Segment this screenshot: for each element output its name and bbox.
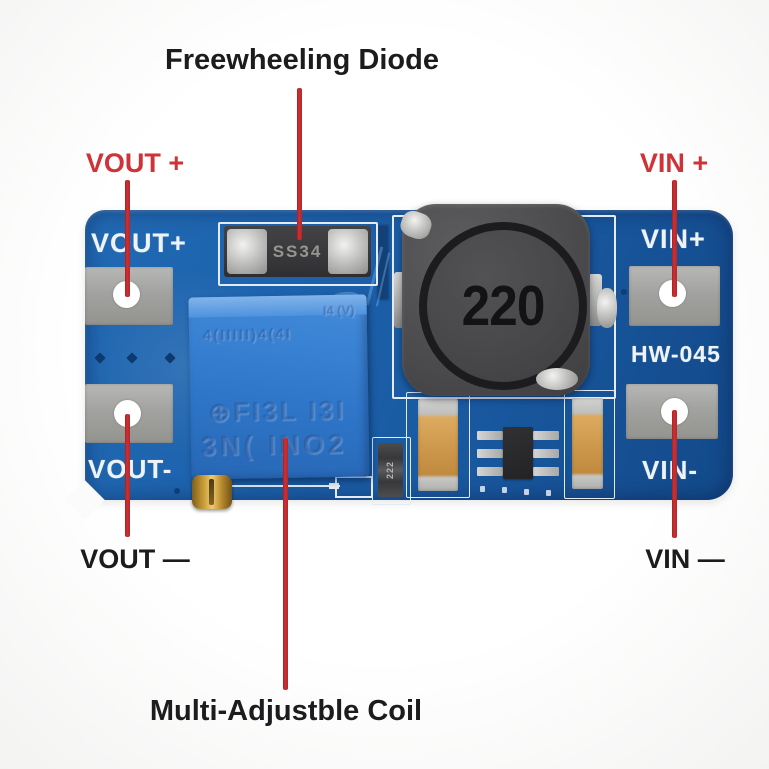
- via-dot: [621, 289, 627, 295]
- solder-blob: [597, 288, 617, 328]
- screw-slot: [209, 479, 214, 505]
- pointer-line-vin-plus: [672, 180, 677, 297]
- ic-lead: [477, 467, 503, 476]
- smd-capacitor-left: [418, 399, 458, 491]
- label-freewheeling-diode: Freewheeling Diode: [165, 44, 439, 76]
- resistor-silkscreen-box: [372, 437, 411, 505]
- trimpot-emboss: ⊕FI3L I3I: [208, 394, 347, 428]
- label-vout-minus: VOUT —: [80, 544, 190, 574]
- label-vout-plus: VOUT +: [85, 148, 185, 178]
- silkscreen-speck: [480, 486, 485, 492]
- silkscreen-speck: [546, 490, 551, 496]
- ic-lead: [533, 449, 559, 458]
- pcb-board: VOUT+ VIN+ HW-045 VOUT- VIN- SS34 220 I4…: [65, 204, 733, 520]
- via-dot: [174, 488, 180, 494]
- ic-lead: [477, 431, 503, 440]
- board-corner-chamfer: [65, 480, 105, 520]
- label-vin-minus: VIN —: [645, 544, 725, 574]
- resistor-marking: 222: [385, 460, 396, 480]
- trimpot-emboss: 3N( INO2: [200, 428, 348, 462]
- trimpot-multi-adjustable: I4 (V) 4(IIIII)4(4I ⊕FI3L I3I 3N( INO2: [188, 294, 370, 480]
- solder-blob: [536, 368, 578, 390]
- silkscreen-model: HW-045: [631, 341, 721, 367]
- trimpot-emboss: 4(IIIII)4(4I: [202, 325, 293, 345]
- pointer-line-coil: [283, 438, 288, 690]
- ic-lead: [533, 467, 559, 476]
- pcb-trace: [377, 225, 389, 300]
- label-multi-adjustable-coil: Multi-Adjustble Coil: [149, 695, 423, 727]
- silkscreen-speck: [524, 489, 529, 495]
- smd-resistor: 222: [378, 443, 403, 497]
- inductor-ring: 220: [419, 222, 587, 390]
- silkscreen-vout-plus: VOUT+: [91, 228, 187, 258]
- silkscreen-key-mark: [329, 476, 373, 498]
- diode-solder-end: [328, 229, 368, 274]
- pointer-line-freewheeling-diode: [297, 88, 302, 240]
- label-vin-plus: VIN +: [639, 148, 709, 178]
- diode-marking: SS34: [272, 241, 323, 261]
- ic-lead: [533, 431, 559, 440]
- capacitor-silkscreen-box: [564, 390, 615, 499]
- pointer-line-vout-plus: [125, 180, 130, 297]
- inductor-coil: 220: [402, 204, 590, 396]
- pointer-line-vin-minus: [672, 410, 677, 538]
- diode-solder-end: [227, 229, 267, 274]
- silkscreen-speck: [502, 487, 507, 493]
- trimpot-adjust-screw: [192, 475, 232, 509]
- smd-capacitor-right: [572, 398, 603, 489]
- inductor-marking: 220: [461, 274, 546, 338]
- ic-lead: [477, 449, 503, 458]
- pointer-line-vout-minus: [125, 414, 130, 537]
- converter-ic: [503, 427, 533, 479]
- silkscreen-vout-minus: VOUT-: [88, 454, 173, 484]
- silkscreen-vin-minus: VIN-: [642, 455, 698, 485]
- silkscreen-key-notch: [329, 483, 339, 489]
- freewheeling-diode: SS34: [224, 226, 371, 277]
- trimpot-emboss: I4 (V): [322, 302, 355, 319]
